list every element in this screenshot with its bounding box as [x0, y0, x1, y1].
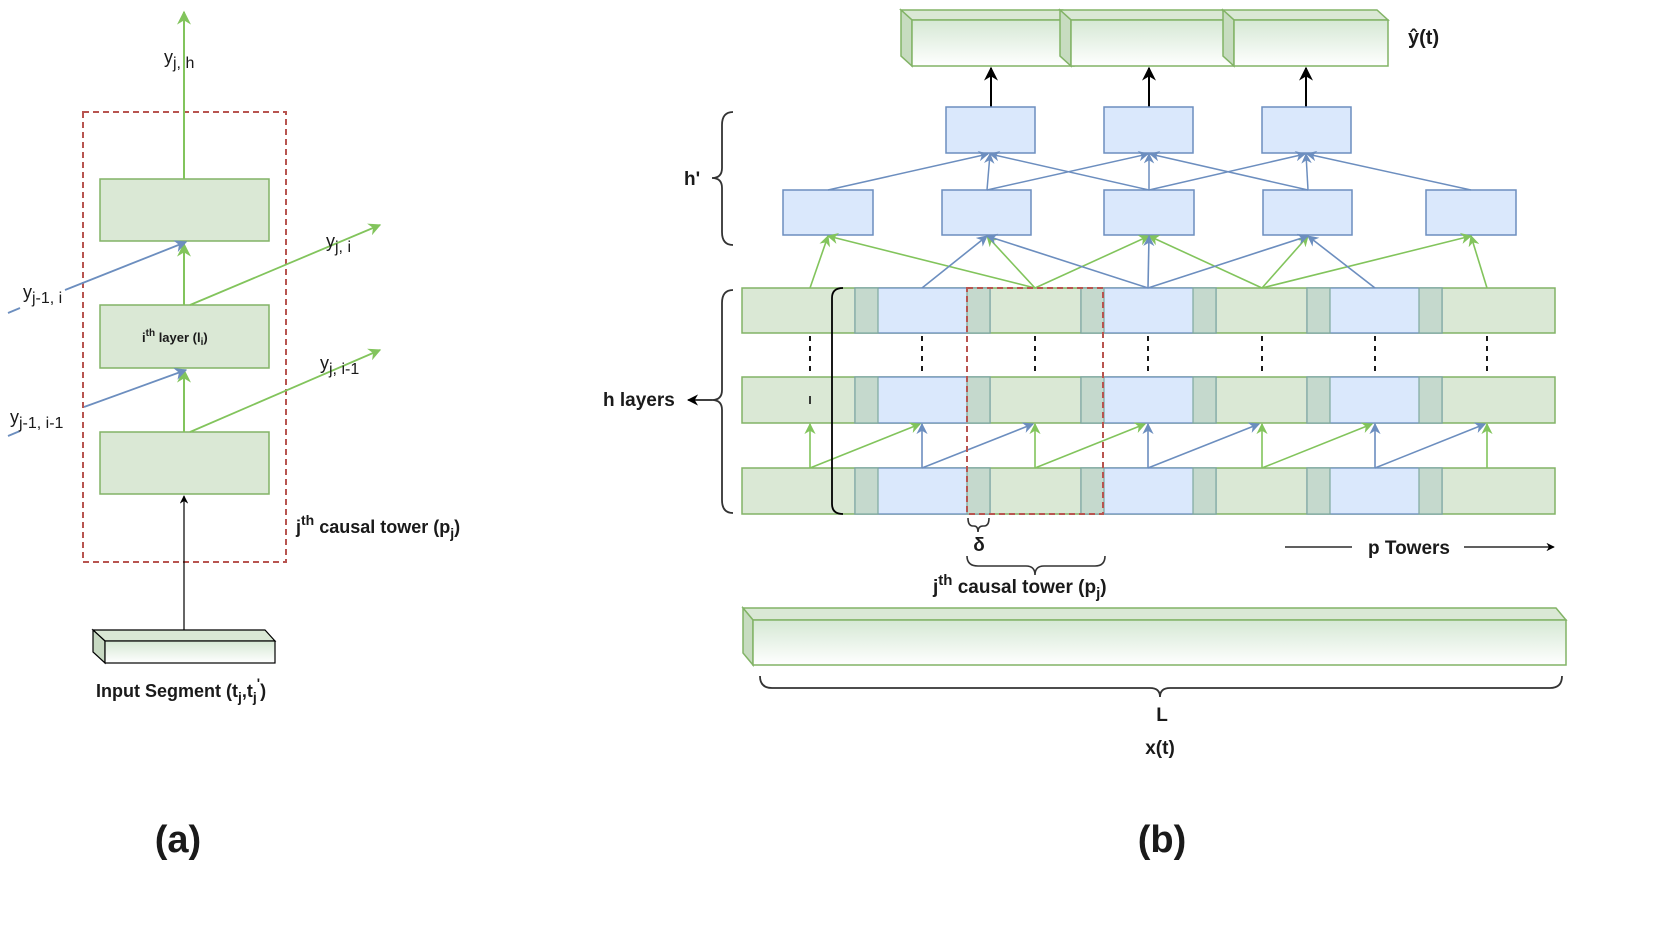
output-segment — [1221, 8, 1390, 68]
label-yj-h: yj, h — [164, 47, 194, 72]
length-label: L — [1156, 705, 1168, 726]
overlap-strips — [854, 287, 1443, 515]
bottom-layer-box — [99, 431, 270, 495]
tower-label-a: jth causal tower (pj) — [295, 512, 460, 541]
caption-b: (b) — [1138, 819, 1187, 861]
label-yjm1-im1: yj-1, i-1 — [10, 407, 64, 432]
input-segment-label: Input Segment (tj,tj') — [96, 675, 266, 705]
jth-tower-brace — [966, 555, 1106, 576]
input-series-box — [741, 605, 1568, 668]
p-towers-label: p Towers — [1368, 538, 1450, 559]
label-yj-i: yj, i — [326, 231, 351, 256]
output-yj-i-arrow — [189, 223, 382, 306]
head-node — [1261, 106, 1352, 154]
caption-a: (a) — [155, 819, 201, 861]
output-segment — [1058, 8, 1235, 68]
dashed-continuations — [809, 336, 1488, 374]
top-layer-box — [99, 178, 270, 242]
top-to-head-green — [809, 232, 1488, 289]
top-to-head-blue — [921, 233, 1376, 289]
h-prime-brace — [711, 111, 734, 246]
head-node — [941, 189, 1032, 236]
head-node — [1103, 106, 1194, 154]
output-segments — [899, 8, 1390, 68]
h-prime-label: h' — [684, 169, 700, 190]
layer-connections-green — [804, 422, 1493, 469]
head-layer-bottom — [782, 189, 1517, 236]
input-yjm1-im1-arrow — [83, 367, 188, 408]
jth-tower-highlight — [966, 287, 1104, 515]
input-series-label: x(t) — [1145, 738, 1175, 759]
head-node — [945, 106, 1036, 154]
head-node — [1103, 189, 1195, 236]
layer-connections-green-2 — [1029, 422, 1268, 468]
delta-brace — [967, 517, 990, 533]
output-yj-im1-arrow — [189, 348, 382, 433]
layer-connections-blue — [916, 422, 1487, 469]
input-yjm1-i-dash — [7, 307, 21, 314]
tower-label-b: jth causal tower (pj) — [932, 572, 1107, 602]
h-layers-label: h layers — [603, 390, 675, 411]
panel-b: ŷ(t) — [603, 8, 1568, 861]
ith-layer-label: ith layer (li) — [142, 328, 208, 348]
label-yj-im1: yj, i-1 — [320, 353, 359, 378]
label-yjm1-i: yj-1, i — [23, 282, 62, 307]
input-yjm1-im1-dash — [7, 430, 21, 437]
input-yjm1-i-arrow — [64, 240, 188, 291]
head-layer-top — [945, 106, 1352, 154]
h-layers-bracket — [831, 287, 844, 515]
output-segment — [899, 8, 1076, 68]
delta-label: δ — [973, 535, 985, 556]
head-node — [782, 189, 874, 236]
h-layers-brace — [711, 289, 734, 514]
head-node — [1262, 189, 1353, 236]
input-segment-box — [91, 628, 277, 665]
panel-a: yj, h ith layer (li) yj, i yj, i-1 yj-1,… — [7, 10, 460, 861]
length-brace — [759, 675, 1563, 698]
head-node — [1425, 189, 1517, 236]
output-label-b: ŷ(t) — [1408, 27, 1439, 49]
head-connections — [827, 150, 1472, 191]
blue-segments — [854, 287, 1443, 515]
